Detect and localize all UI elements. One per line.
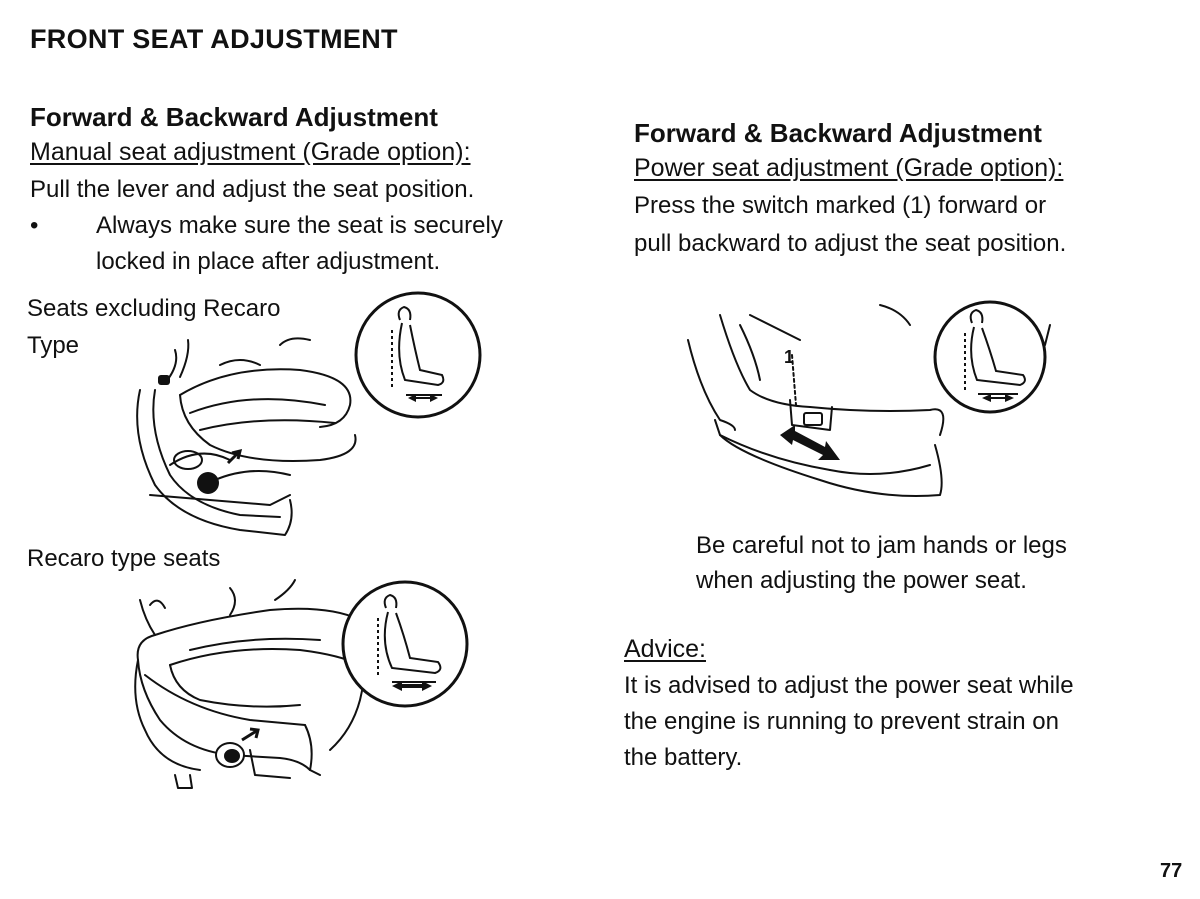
left-heading: Forward & Backward Adjustment — [30, 102, 438, 132]
seat-profile-icon — [965, 310, 1025, 394]
double-arrow-icon — [392, 681, 432, 691]
bullet-line-2: locked in place after adjustment. — [96, 248, 441, 275]
page-number: 77 — [1160, 860, 1183, 882]
double-arrow-icon — [780, 425, 840, 460]
double-arrow-icon — [408, 394, 438, 402]
right-heading: Forward & Backward Adjustment — [634, 118, 1042, 148]
caution-line2: when adjusting the power seat. — [696, 567, 1027, 594]
caution-line1: Be careful not to jam hands or legs — [696, 532, 1067, 559]
advice-line3: the battery. — [624, 744, 743, 771]
right-instruction-line2: pull backward to adjust the seat positio… — [634, 230, 1067, 257]
recaro-seat-illustration — [130, 580, 475, 790]
advice-line1: It is advised to adjust the power seat w… — [624, 672, 1074, 699]
fig1-label-line1: Seats excluding Recaro — [27, 295, 281, 322]
advice-label: Advice: — [624, 635, 706, 663]
callout-number: 1 — [784, 347, 794, 367]
advice-line2: the engine is running to prevent strain … — [624, 708, 1059, 735]
fig1-label-line2: Type — [27, 332, 80, 359]
left-subheading: Manual seat adjustment (Grade option): — [30, 138, 471, 166]
bullet-line-1: Always make sure the seat is securely — [96, 212, 503, 239]
left-bullet: • Always make sure the seat is securely … — [30, 208, 590, 280]
fig2-label: Recaro type seats — [27, 545, 221, 572]
double-arrow-icon — [982, 394, 1014, 402]
seat-profile-icon — [392, 307, 443, 395]
manual-seat-illustration — [120, 295, 490, 545]
right-subheading: Power seat adjustment (Grade option): — [634, 154, 1064, 182]
right-instruction-line1: Press the switch marked (1) forward or — [634, 192, 1047, 219]
power-seat-illustration: 1 — [680, 295, 1060, 510]
page-title: FRONT SEAT ADJUSTMENT — [30, 24, 398, 54]
seat-profile-icon — [378, 595, 440, 682]
left-instruction: Pull the lever and adjust the seat posit… — [30, 176, 475, 203]
bullet-mark: • — [30, 212, 39, 239]
